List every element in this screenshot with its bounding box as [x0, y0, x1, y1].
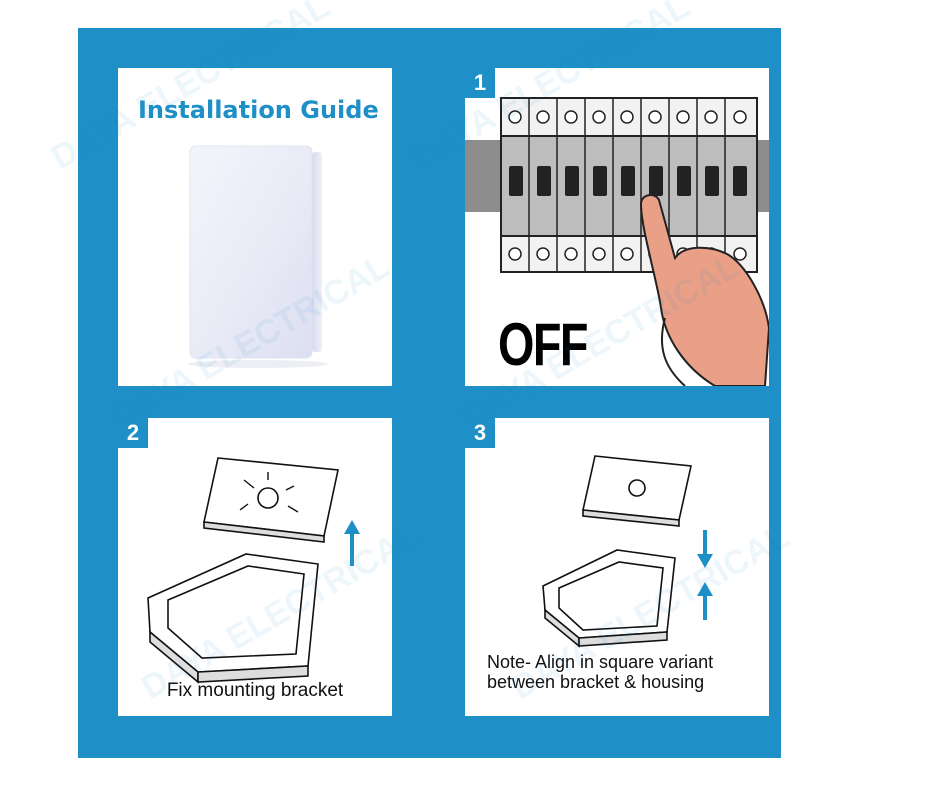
step-3-panel: 3 Note- Align in square variant between …: [465, 418, 769, 716]
align-arrows-icon: [697, 530, 713, 620]
step-number: 1: [465, 68, 495, 98]
up-arrow-icon: [344, 520, 360, 566]
product-light-image: [188, 145, 328, 368]
page-title: Installation Guide: [138, 96, 379, 124]
step-number: 2: [118, 418, 148, 448]
mounting-bracket-illustration: [147, 457, 360, 684]
product-panel: Installation Guide: [118, 68, 392, 386]
step-2-panel: 2 Fix mounting bracket: [118, 418, 392, 716]
step-number: 3: [465, 418, 495, 448]
step-caption: Note- Align in square variant between br…: [487, 652, 713, 692]
caption-line: Note- Align in square variant: [487, 652, 714, 672]
alignment-illustration: [542, 455, 713, 648]
step-1-panel: 1 OFF: [465, 68, 769, 386]
off-label: OFF: [498, 311, 588, 378]
caption-line: between bracket & housing: [487, 672, 705, 692]
step-caption: Fix mounting bracket: [166, 680, 344, 701]
circuit-breaker-illustration: [465, 97, 769, 386]
